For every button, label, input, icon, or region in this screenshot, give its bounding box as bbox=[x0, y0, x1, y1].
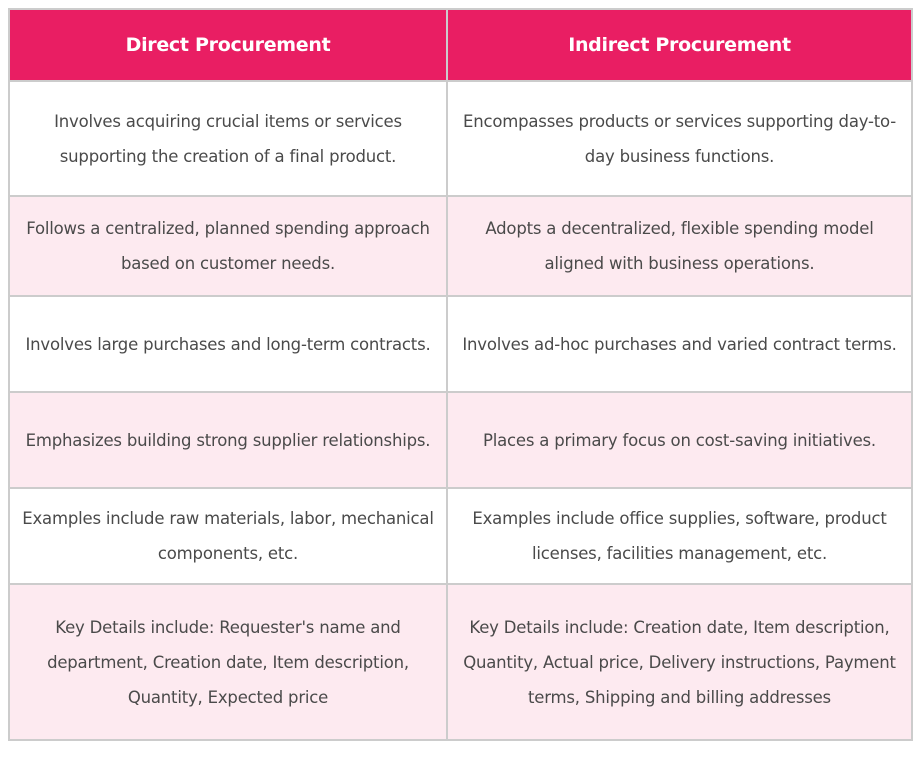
cell-direct: Examples include raw materials, labor, m… bbox=[8, 487, 448, 585]
cell-direct: Follows a centralized, planned spending … bbox=[8, 195, 448, 297]
cell-direct: Involves acquiring crucial items or serv… bbox=[8, 80, 448, 197]
cell-indirect: Examples include office supplies, softwa… bbox=[446, 487, 913, 585]
cell-indirect: Adopts a decentralized, flexible spendin… bbox=[446, 195, 913, 297]
table-body: Involves acquiring crucial items or serv… bbox=[8, 80, 913, 741]
header-indirect-procurement: Indirect Procurement bbox=[446, 8, 913, 82]
table-row: Involves large purchases and long-term c… bbox=[8, 295, 913, 393]
table-header: Direct Procurement Indirect Procurement bbox=[8, 8, 913, 82]
cell-indirect: Places a primary focus on cost-saving in… bbox=[446, 391, 913, 489]
table-row: Emphasizes building strong supplier rela… bbox=[8, 391, 913, 489]
header-direct-procurement: Direct Procurement bbox=[8, 8, 448, 82]
table-row: Follows a centralized, planned spending … bbox=[8, 195, 913, 297]
cell-direct: Key Details include: Requester's name an… bbox=[8, 583, 448, 741]
procurement-comparison-table: Direct Procurement Indirect Procurement … bbox=[8, 8, 913, 741]
table-row: Involves acquiring crucial items or serv… bbox=[8, 80, 913, 197]
cell-direct: Emphasizes building strong supplier rela… bbox=[8, 391, 448, 489]
table-row: Key Details include: Requester's name an… bbox=[8, 583, 913, 741]
cell-indirect: Involves ad-hoc purchases and varied con… bbox=[446, 295, 913, 393]
cell-indirect: Encompasses products or services support… bbox=[446, 80, 913, 197]
cell-direct: Involves large purchases and long-term c… bbox=[8, 295, 448, 393]
table-row: Examples include raw materials, labor, m… bbox=[8, 487, 913, 585]
header-row: Direct Procurement Indirect Procurement bbox=[8, 8, 913, 82]
cell-indirect: Key Details include: Creation date, Item… bbox=[446, 583, 913, 741]
